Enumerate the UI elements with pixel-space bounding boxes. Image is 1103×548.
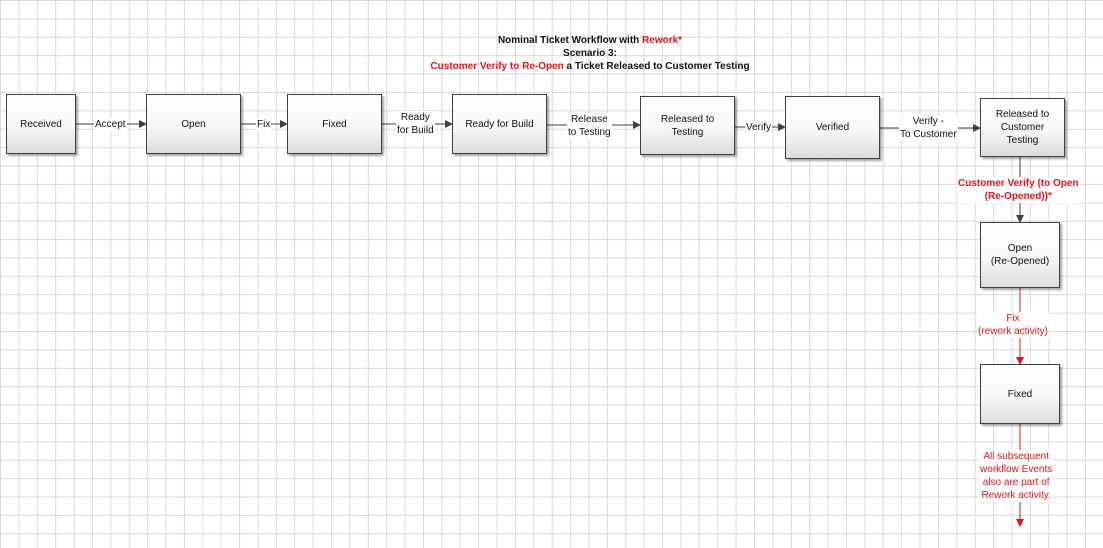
node-released-to-testing[interactable]: Released to Testing	[640, 96, 735, 155]
edge-label-verify: Verify	[745, 121, 773, 134]
node-fixed[interactable]: Fixed	[287, 94, 382, 154]
edge-label-fix: Fix	[256, 118, 272, 131]
diagram-title-line1: Nominal Ticket Workflow with Rework*	[497, 35, 683, 46]
rework-highlight: Rework*	[642, 35, 683, 46]
edge-label-accept: Accept	[94, 118, 127, 131]
reopen-highlight: Customer Verify to Re-Open	[430, 61, 564, 72]
node-open-reopened[interactable]: Open (Re-Opened)	[980, 222, 1060, 288]
diagram-title-line2: Scenario 3:	[563, 48, 617, 59]
node-ready-for-build[interactable]: Ready for Build	[452, 94, 547, 154]
node-fixed-rework[interactable]: Fixed	[980, 364, 1060, 424]
node-open[interactable]: Open	[146, 94, 241, 154]
edge-label-ready-for-build: Ready for Build	[396, 111, 435, 137]
node-released-to-customer-testing[interactable]: Released to Customer Testing	[980, 98, 1065, 157]
node-received[interactable]: Received	[6, 94, 76, 154]
edge-label-release-to-testing: Release to Testing	[567, 113, 612, 139]
node-verified[interactable]: Verified	[785, 96, 880, 159]
diagram-title-line3: Customer Verify to Re-Open a Ticket Rele…	[430, 61, 750, 72]
edge-label-fix-rework: Fix (rework activity)	[977, 312, 1050, 338]
edge-label-customer-verify: Customer Verify (to Open (Re-Opened))*	[957, 177, 1080, 203]
edge-label-subsequent-note: All subsequent workflow Events also are …	[979, 450, 1054, 502]
edge-label-verify-to-customer: Verify - To Customer	[899, 115, 958, 141]
